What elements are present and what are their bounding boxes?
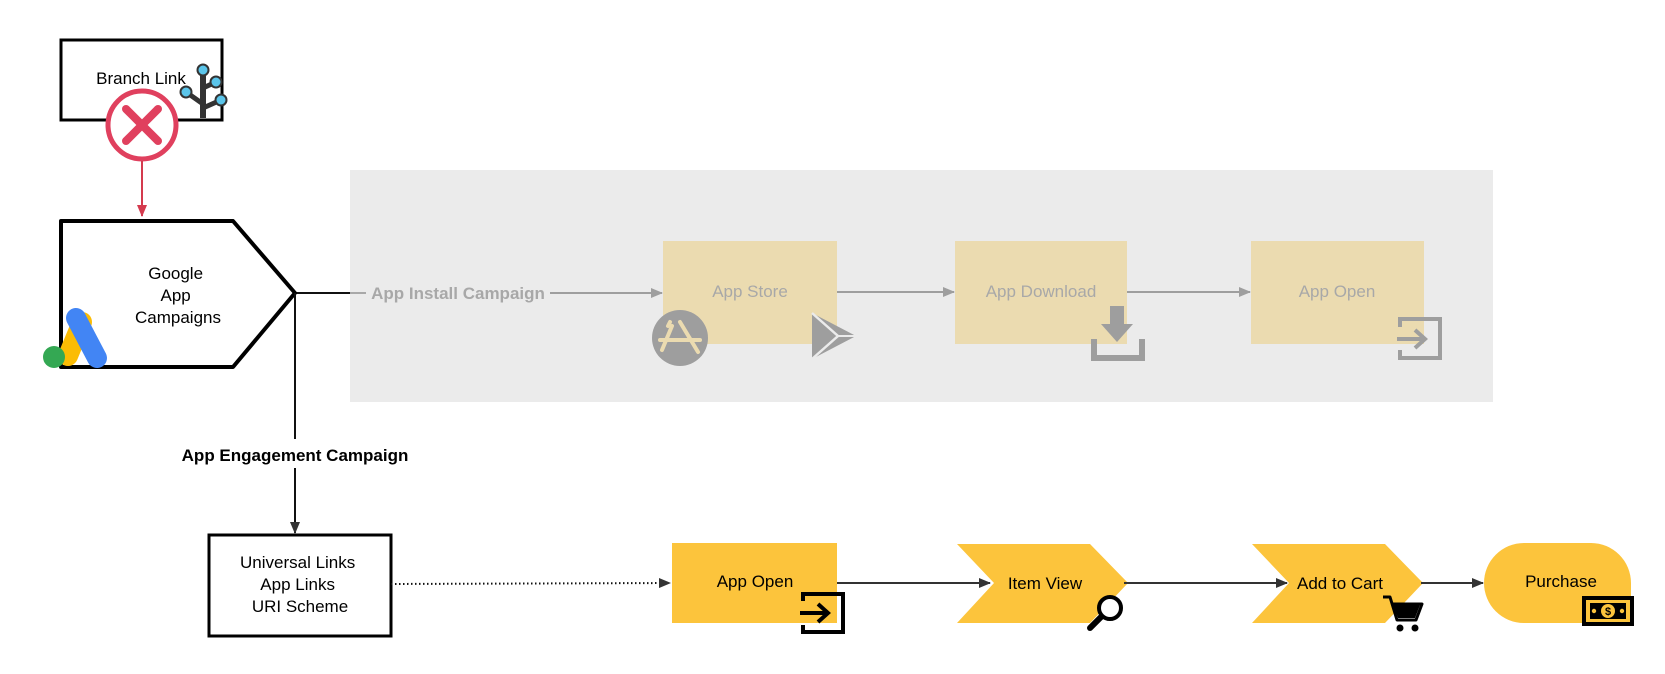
money-icon: $: [1582, 596, 1634, 626]
app-open-install-step: [1251, 241, 1424, 344]
shopping-cart-icon: [1383, 595, 1424, 632]
deep-links-box: [207, 533, 393, 638]
app-store-icon: [652, 310, 708, 366]
app-store-label: App Store: [712, 282, 788, 301]
item-view-label: Item View: [1008, 574, 1083, 593]
app-open-step: [672, 543, 837, 623]
app-open-label: App Open: [717, 572, 794, 591]
deep-links-line: App Links: [260, 575, 335, 594]
deep-links-line: Universal Links: [240, 553, 355, 572]
error-x-icon: [105, 88, 179, 162]
install-campaign-label: App Install Campaign: [371, 284, 545, 303]
deep-links-line: URI Scheme: [252, 597, 348, 616]
add-to-cart-label: Add to Cart: [1297, 574, 1383, 593]
open-app-icon: [800, 592, 845, 634]
svg-text:$: $: [1605, 606, 1611, 618]
google-play-icon: [811, 312, 856, 360]
app-open-install-label: App Open: [1299, 282, 1376, 301]
google-label-line: Google: [148, 264, 203, 283]
branch-link-label: Branch Link: [96, 69, 186, 88]
google-app-campaigns-label: Google App Campaigns: [135, 264, 221, 327]
app-download-label: App Download: [986, 282, 1097, 301]
open-app-icon: [1397, 317, 1442, 360]
dotted-arrow: [390, 578, 671, 589]
google-label-line: App: [161, 286, 191, 305]
engagement-campaign-label: App Engagement Campaign: [182, 446, 409, 465]
deep-links-label: Universal Links App Links URI Scheme: [240, 553, 360, 616]
magnifier-icon: [1087, 595, 1123, 631]
purchase-label: Purchase: [1525, 572, 1597, 591]
app-download-step: [955, 241, 1127, 344]
google-app-campaigns-shape: [59, 219, 297, 369]
google-ads-icon: [43, 308, 107, 368]
google-label-line: Campaigns: [135, 308, 221, 327]
branch-tree-icon: [179, 63, 228, 118]
add-to-cart-step: [1252, 544, 1423, 623]
download-icon: [1091, 306, 1145, 361]
item-view-step: [957, 544, 1128, 623]
